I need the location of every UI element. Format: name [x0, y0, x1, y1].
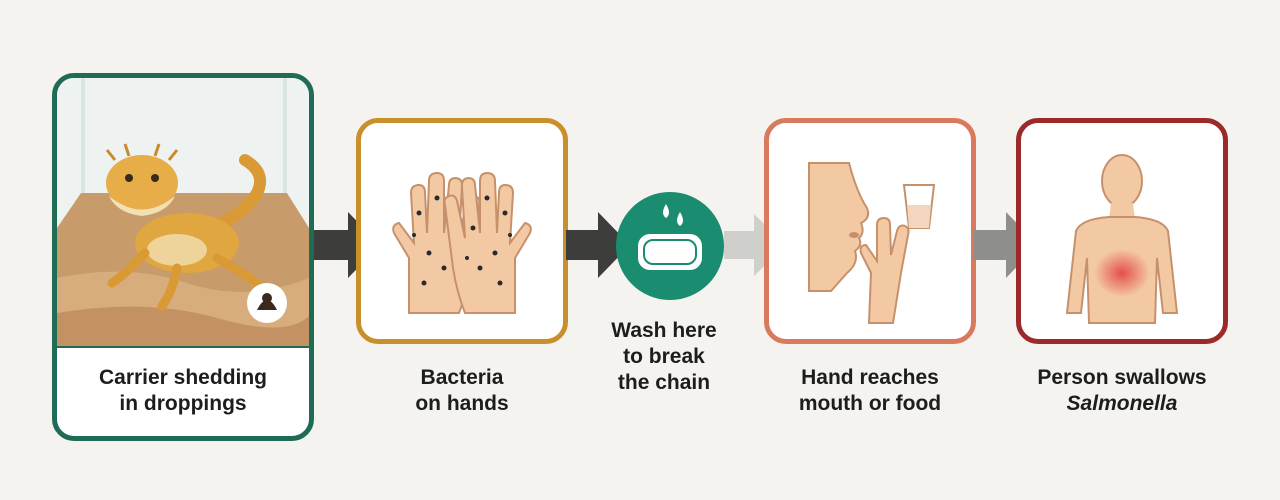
step-carrier-line1: Carrier shedding: [98, 366, 268, 389]
step-carrier-label: Carrier shedding in droppings: [57, 365, 309, 417]
person-infected-icon: [1065, 154, 1179, 324]
step-swallow-line1: Person swallows: [1037, 366, 1207, 389]
arrow-right-icon: [566, 212, 630, 278]
bearded-dragon-icon: [57, 78, 309, 346]
step-wash-line2: to break: [623, 345, 705, 368]
step-hands-line2: on hands: [415, 392, 509, 415]
step-mouth-line2: mouth or food: [798, 392, 942, 415]
step-wash-line1: Wash here: [611, 319, 717, 342]
step-mouth-card: [764, 118, 976, 344]
contaminated-hands-icon: [392, 171, 532, 314]
step-mouth-label: Hand reaches mouth or food: [764, 365, 976, 417]
arrow-right-icon: [724, 214, 786, 276]
step-hands-card: [356, 118, 568, 344]
step-carrier-line2: in droppings: [119, 392, 247, 415]
soap-icon: [616, 192, 724, 300]
step-swallow-line2: Salmonella: [1066, 392, 1178, 415]
step-hands-line1: Bacteria: [420, 366, 504, 389]
step-hands-label: Bacteria on hands: [356, 365, 568, 417]
step-wash-label: Wash here to break the chain: [584, 318, 744, 396]
step-swallow-label: Person swallows Salmonella: [996, 365, 1248, 417]
step-wash-line3: the chain: [617, 371, 711, 394]
step-swallow-card: [1016, 118, 1228, 344]
step-carrier-card: [52, 73, 314, 441]
step-mouth-line1: Hand reaches: [801, 366, 939, 389]
hand-to-mouth-icon: [808, 162, 936, 324]
